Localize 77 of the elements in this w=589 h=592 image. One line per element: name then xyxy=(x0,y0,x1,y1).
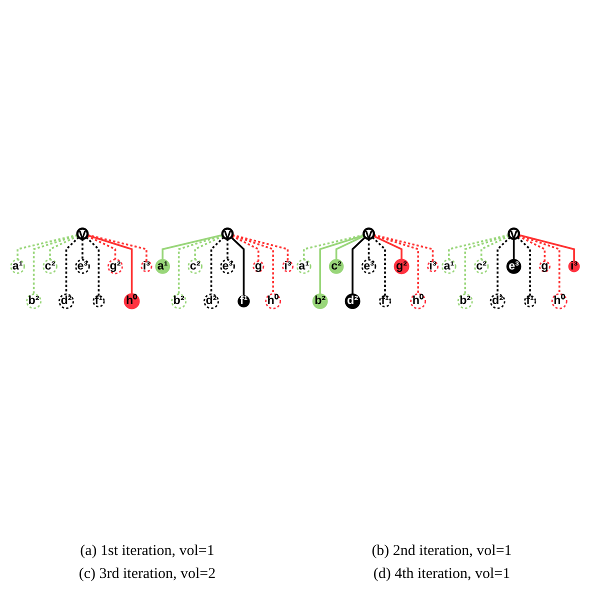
node-circle: a¹ xyxy=(10,259,24,274)
connector xyxy=(371,236,386,296)
node-circle: c² xyxy=(187,259,202,274)
connector xyxy=(48,235,78,260)
node-circle: c² xyxy=(42,259,57,274)
connector xyxy=(373,234,434,262)
node-circle: d² xyxy=(344,294,360,310)
node-circle: e³ xyxy=(506,259,521,274)
node-circle: g² xyxy=(107,258,122,274)
connector xyxy=(210,236,224,294)
connector xyxy=(194,235,223,260)
connector xyxy=(496,236,510,294)
node-circle: e³ xyxy=(74,259,90,274)
node-circle: i³ xyxy=(281,260,294,272)
connector xyxy=(161,234,222,260)
connector xyxy=(351,236,366,294)
node-circle: b² xyxy=(26,294,42,310)
node-circle: i³ xyxy=(426,260,438,272)
node-circle: c² xyxy=(328,259,344,274)
connector xyxy=(232,234,288,262)
node-circle: v xyxy=(220,228,234,240)
node-circle: b² xyxy=(312,294,328,310)
connector xyxy=(372,234,419,294)
node-circle: e³ xyxy=(360,259,376,274)
connector xyxy=(518,235,546,262)
connector xyxy=(448,234,509,260)
figure-caption: (a) 1st iteration, vol=1 xyxy=(79,543,216,560)
connector xyxy=(302,234,364,260)
node-circle: a¹ xyxy=(441,259,456,274)
connector xyxy=(86,234,132,294)
connector xyxy=(334,235,364,260)
node-circle: b² xyxy=(456,294,472,310)
node-circle: a¹ xyxy=(296,259,311,274)
connector xyxy=(32,234,78,294)
connector xyxy=(318,234,364,294)
connector xyxy=(16,234,78,260)
connector xyxy=(372,235,402,260)
connector xyxy=(518,234,574,262)
node-circle: g xyxy=(252,260,264,272)
connector xyxy=(64,236,79,294)
connector xyxy=(516,236,530,296)
node-circle: d² xyxy=(203,294,219,310)
node-circle: v xyxy=(507,228,520,240)
node-circle: i³ xyxy=(568,260,580,272)
node-circle: b² xyxy=(170,294,186,310)
connector xyxy=(230,236,244,296)
connector xyxy=(81,238,83,260)
figure-caption: (d) 4th iteration, vol=1 xyxy=(372,566,512,583)
connector xyxy=(464,234,509,294)
node-circle: h⁰ xyxy=(264,293,281,310)
node-circle: i³ xyxy=(140,260,152,272)
node-circle: f¹ xyxy=(237,295,250,308)
node-circle: h⁰ xyxy=(550,293,567,310)
connector xyxy=(226,238,228,260)
node-circle: e³ xyxy=(220,259,234,274)
connector xyxy=(512,238,514,260)
figure-caption: (b) 2nd iteration, vol=1 xyxy=(370,543,513,560)
node-circle: g xyxy=(538,260,550,272)
connector xyxy=(232,234,274,294)
node-circle: g² xyxy=(393,258,409,274)
node-circle: a¹ xyxy=(154,259,170,274)
connector xyxy=(518,234,560,294)
node-circle: v xyxy=(76,228,88,240)
node-circle: h⁰ xyxy=(123,293,140,310)
connector xyxy=(231,235,259,262)
node-circle: c² xyxy=(473,259,488,274)
node-circle: d² xyxy=(58,294,74,310)
connector xyxy=(367,238,370,260)
connector xyxy=(480,235,510,260)
connector xyxy=(85,236,100,296)
connector xyxy=(86,234,147,262)
figure-caption: (c) 3rd iteration, vol=2 xyxy=(78,566,217,583)
connector xyxy=(86,235,116,260)
node-circle: h⁰ xyxy=(410,293,426,310)
connector xyxy=(177,234,222,294)
node-circle: d² xyxy=(489,294,505,310)
node-circle: v xyxy=(362,228,375,240)
